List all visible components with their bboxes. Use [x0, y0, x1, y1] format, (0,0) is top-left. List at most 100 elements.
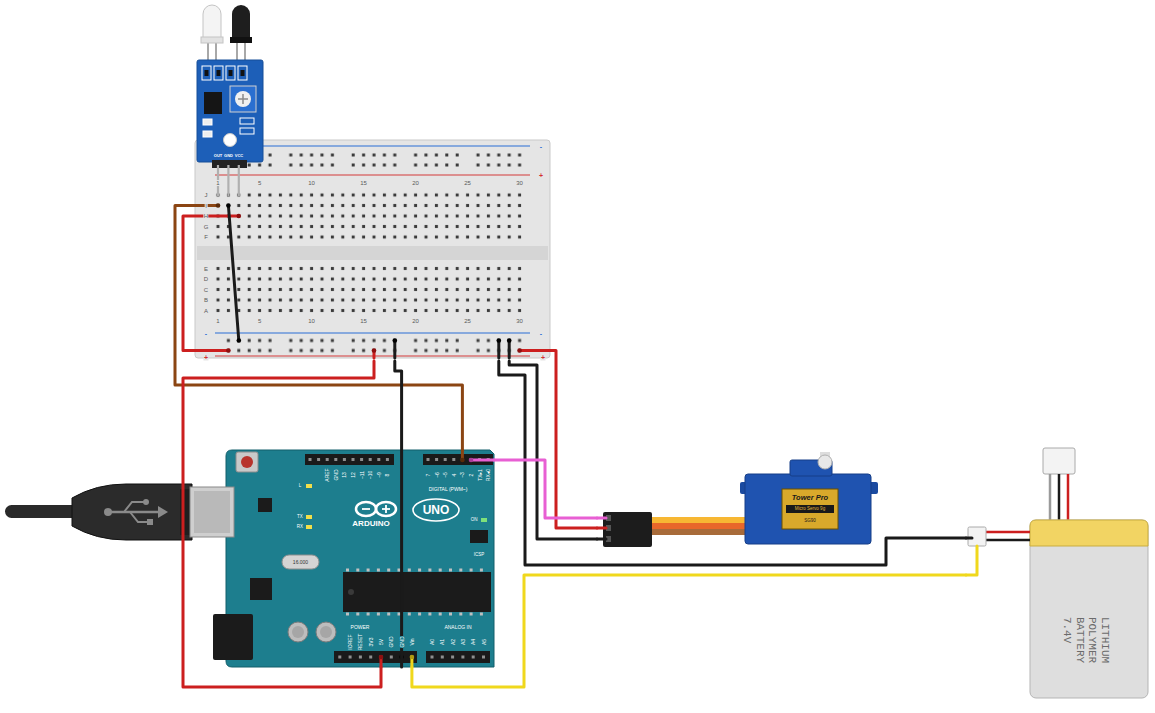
- arduino-art-part: [356, 502, 376, 516]
- ir-sensor-art-part: [238, 165, 240, 196]
- breadboard-art-part: [215, 332, 530, 333]
- breadboard-index: 1: [216, 180, 220, 186]
- arduino-art-part: [481, 518, 487, 522]
- wire-art-part: [393, 341, 396, 359]
- arduino-art-part: [385, 505, 387, 513]
- rail-sign: -: [204, 330, 207, 337]
- pin-label: 7: [426, 473, 431, 477]
- module-pin-label: GND: [224, 154, 234, 158]
- arduino-art-part: [306, 515, 312, 519]
- pin-label: TX▸1: [477, 469, 482, 482]
- breadboard-index: B: [203, 297, 208, 303]
- wire-end-dots-part: [237, 338, 242, 343]
- wire-end-dots-part: [497, 338, 502, 343]
- pin-label: 4: [451, 473, 456, 477]
- servo-art-part: [652, 523, 747, 529]
- breadboard-index: E: [203, 266, 208, 272]
- ir-sensor-art-part: [240, 118, 254, 124]
- breadboard-index: I: [205, 203, 208, 209]
- battery-art-part: [1049, 474, 1052, 522]
- ir-sensor-art-part: [230, 37, 252, 43]
- arduino-art-part: [305, 454, 394, 465]
- arduino-art-part: [346, 569, 490, 572]
- pin-label: ~11: [359, 470, 364, 479]
- wire-art-part: [228, 206, 238, 341]
- breadboard-index: A: [203, 308, 208, 314]
- pin-label: A2: [450, 638, 455, 645]
- pin-label: A1: [440, 638, 445, 645]
- breadboard-index: H: [203, 213, 208, 219]
- arduino-art-part: [413, 499, 459, 521]
- ir-sensor-art-part: [244, 42, 246, 62]
- servo-art-part: [818, 455, 832, 469]
- breadboard: 151015202530JIHGFEDCBA151015202530-+-+-+: [195, 140, 550, 361]
- model-label: Micro Servo 9g: [794, 507, 825, 512]
- pin-label: 5V: [379, 638, 384, 645]
- breadboard-art-part: [213, 263, 525, 316]
- led-label: RX: [296, 525, 303, 530]
- arduino-art-part: [343, 572, 491, 612]
- arduino-art-part: [213, 614, 253, 660]
- rail-sign: +: [203, 353, 208, 360]
- usb-cable-art-part: [104, 508, 112, 516]
- jumper-wire: [395, 361, 402, 667]
- breadboard-index: 10: [308, 180, 316, 186]
- arduino-art-part: [348, 589, 354, 595]
- battery-art-part: [986, 539, 1030, 542]
- usb-cable-art: [5, 484, 194, 540]
- module-pin-label: VCC: [234, 154, 243, 158]
- ir-sensor-art-part: [232, 5, 250, 42]
- usb-cable-art-part: [124, 502, 144, 512]
- jumper-wire: [509, 361, 597, 539]
- arduino-art: [190, 450, 494, 667]
- usb-cable-art-part: [72, 484, 192, 540]
- breadboard-index: G: [203, 224, 209, 230]
- pin-label: A0: [430, 638, 435, 645]
- pin-label: 3V3: [368, 637, 373, 647]
- wire-end-dots-part: [393, 338, 398, 343]
- jumper-wire: [412, 575, 966, 687]
- arduino-art-part: [309, 458, 392, 461]
- ir-sensor-art-part: [205, 70, 209, 76]
- arduino-art-part: [423, 454, 493, 465]
- ir-sensor-art-part: [202, 66, 211, 80]
- wire-art-part: [520, 349, 550, 352]
- breadboard-index: 15: [360, 180, 368, 186]
- model-label: SG90: [804, 519, 817, 524]
- lipo-battery: LITHIUM POLYMER BATTERY 7.4V: [966, 446, 1150, 700]
- pin-label: AREF: [325, 468, 330, 482]
- arduino-art-part: [250, 578, 272, 600]
- breadboard-index: 10: [308, 318, 316, 324]
- ir-sensor-art-part: [207, 42, 209, 62]
- breadboard-art-part: [197, 246, 548, 260]
- arduino-art-part: [320, 626, 332, 638]
- arduino-art-part: [470, 530, 488, 543]
- arduino-art-part: [258, 498, 272, 512]
- servo-art-part: [782, 489, 838, 529]
- ir-sensor-art-part: [242, 94, 244, 104]
- pin-label: IOREF: [348, 634, 353, 650]
- pin-label: RESET: [358, 633, 363, 651]
- brand-label: Tower Pro: [791, 494, 828, 502]
- jumper-wire: [494, 460, 597, 518]
- ir-sensor-art-part: [240, 128, 254, 134]
- usb-cable-art-part: [158, 506, 168, 518]
- servo-art-part: [603, 512, 652, 547]
- pin-label: A4: [471, 638, 476, 645]
- crystal-marking: 16.000: [292, 560, 308, 565]
- battery-label: LITHIUM POLYMER BATTERY 7.4V: [1061, 616, 1112, 663]
- pin-label: ~9: [376, 472, 381, 479]
- arduino-art-part: [362, 508, 370, 510]
- rail-sign: +: [540, 353, 545, 360]
- arduino-art-part: [288, 622, 308, 642]
- jumper-wire: [175, 206, 462, 451]
- ir-sensor-art-part: [236, 42, 238, 62]
- battery-art-part: [986, 531, 1030, 534]
- pin-label: Vin: [409, 638, 414, 646]
- ir-sensor-art-part: [203, 119, 212, 125]
- wire-end-dots-part: [226, 348, 231, 353]
- ir-sensor-art-part: [201, 37, 223, 43]
- pin-label: ~10: [368, 470, 373, 479]
